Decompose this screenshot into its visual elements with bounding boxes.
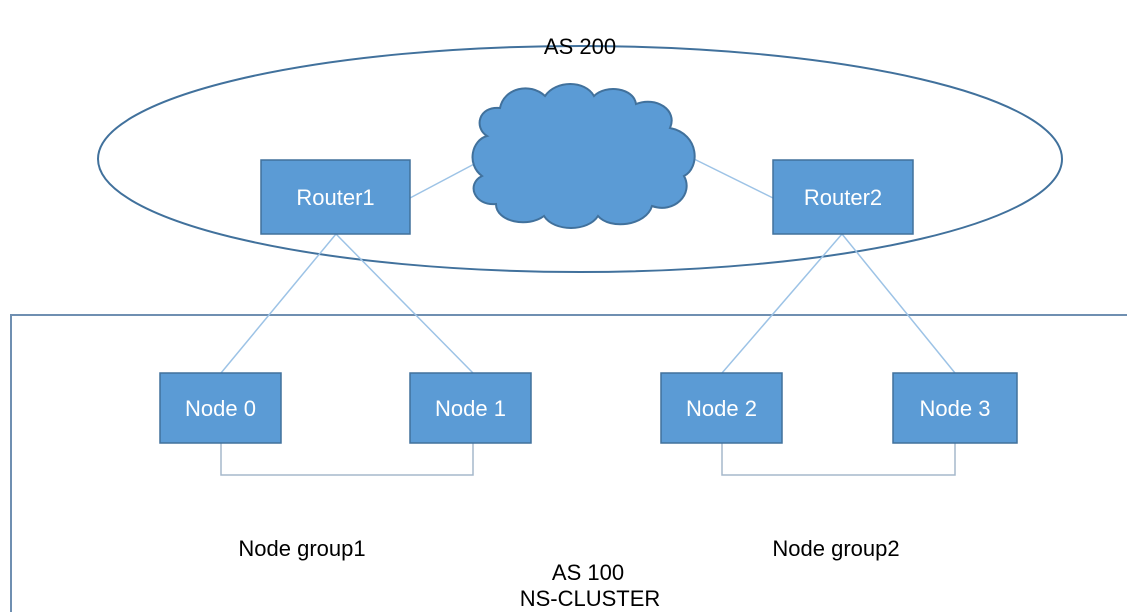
node-1-label: Node 1: [435, 396, 506, 421]
as100-cluster-boundary: [10, 314, 1127, 612]
node-0-label: Node 0: [185, 396, 256, 421]
group1-connector: [220, 443, 474, 476]
router2-label: Router2: [804, 185, 882, 210]
as100-label: AS 100: [552, 560, 624, 585]
router1: Router1: [260, 159, 411, 235]
node-1: Node 1: [409, 372, 532, 444]
node-2: Node 2: [660, 372, 783, 444]
as200-label: AS 200: [544, 34, 616, 59]
as200-boundary: [97, 45, 1063, 273]
node-0: Node 0: [159, 372, 282, 444]
node-3: Node 3: [892, 372, 1018, 444]
cloud-icon: [471, 83, 696, 229]
link-router2-node3: [841, 233, 956, 374]
node-group1-label: Node group1: [238, 536, 365, 561]
link-router2-node2: [721, 233, 843, 374]
link-router1-cloud: [409, 161, 479, 199]
link-router1-node1: [335, 233, 474, 374]
ns-cluster-label: NS-CLUSTER: [520, 586, 661, 611]
group2-connector: [721, 443, 956, 476]
router2: Router2: [772, 159, 914, 235]
link-cloud-router2: [689, 156, 774, 199]
node-2-label: Node 2: [686, 396, 757, 421]
router1-label: Router1: [296, 185, 374, 210]
node-3-label: Node 3: [920, 396, 991, 421]
node-group2-label: Node group2: [772, 536, 899, 561]
link-router1-node0: [220, 233, 337, 374]
